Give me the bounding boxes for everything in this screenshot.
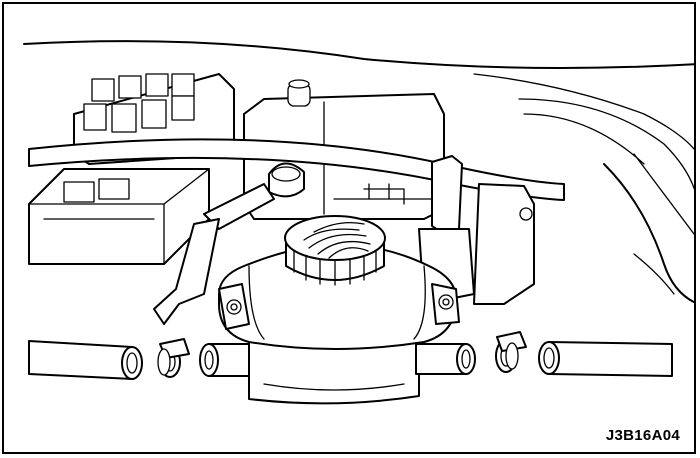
engine-bay-background [23, 40, 694, 304]
relay [145, 73, 169, 97]
relay [83, 103, 107, 131]
reservoir-cap [284, 215, 386, 286]
relay [111, 103, 137, 133]
relay [171, 95, 195, 121]
coolant-reservoir [218, 243, 460, 405]
figure-code: J3B16A04 [605, 427, 680, 444]
relay [171, 73, 195, 97]
left-hose [28, 340, 143, 380]
engine-bay-illustration [23, 40, 694, 405]
relay [141, 99, 167, 129]
upper-hose [153, 162, 305, 325]
cross-member-pipe [28, 138, 565, 201]
fuse [98, 178, 130, 200]
reservoir-outlet-pipe [415, 343, 476, 375]
relay [91, 78, 115, 102]
illustration-frame: J3B16A04 [2, 2, 696, 454]
left-hose-clamp [157, 338, 190, 378]
right-hose-clamp [495, 331, 527, 373]
fuse [63, 181, 95, 203]
relay [118, 75, 142, 99]
mount-bracket [418, 155, 535, 305]
right-hose [538, 341, 673, 377]
